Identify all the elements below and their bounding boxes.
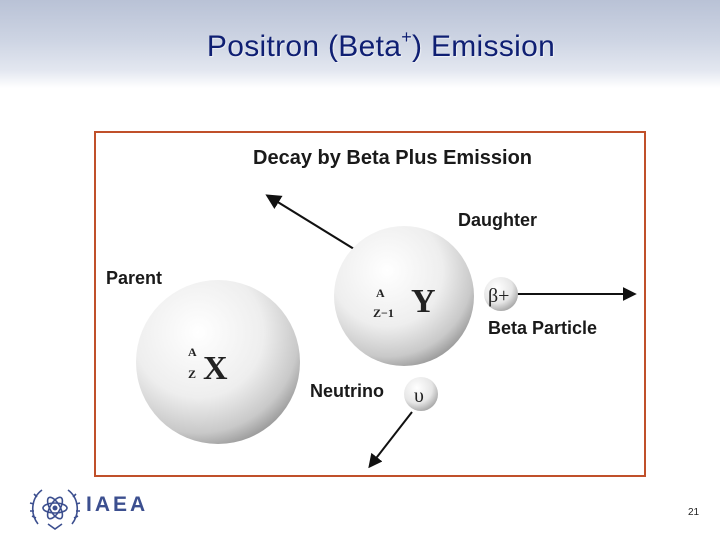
daughter-recoil-arrow [265, 194, 355, 250]
beta-particle-symbol: β+ [488, 285, 509, 307]
figure-title: Decay by Beta Plus Emission [253, 147, 532, 169]
neutrino-symbol: υ [414, 385, 424, 407]
iaea-logo-text: IAEA [86, 493, 149, 516]
parent-nucleus-sphere [136, 280, 300, 444]
daughter-mass-number: A [376, 286, 385, 300]
slide-title-end: ) Emission [412, 30, 556, 63]
parent-atomic-number: Z [188, 367, 196, 381]
parent-element-symbol: X [203, 350, 228, 387]
neutrino-sphere [404, 377, 438, 411]
beta-particle-sphere [484, 277, 518, 311]
parent-label: Parent [106, 268, 162, 288]
daughter-element-symbol: Y [411, 283, 436, 320]
slide-title-superscript: + [401, 27, 413, 47]
daughter-atomic-number: Z−1 [373, 306, 394, 320]
title-header-band [0, 0, 720, 88]
page-number: 21 [688, 507, 700, 518]
slide-title-main: Positron (Beta [206, 30, 402, 63]
neutrino-label: Neutrino [310, 381, 384, 401]
daughter-label: Daughter [458, 210, 537, 230]
beta-particle-label: Beta Particle [488, 318, 597, 338]
parent-mass-number: A [188, 345, 197, 359]
daughter-nucleus-sphere [334, 226, 474, 366]
iaea-emblem-icon [29, 489, 81, 530]
slide-title: Positron (Beta+) Emission [0, 27, 720, 64]
neutrino-arrow [368, 411, 413, 469]
